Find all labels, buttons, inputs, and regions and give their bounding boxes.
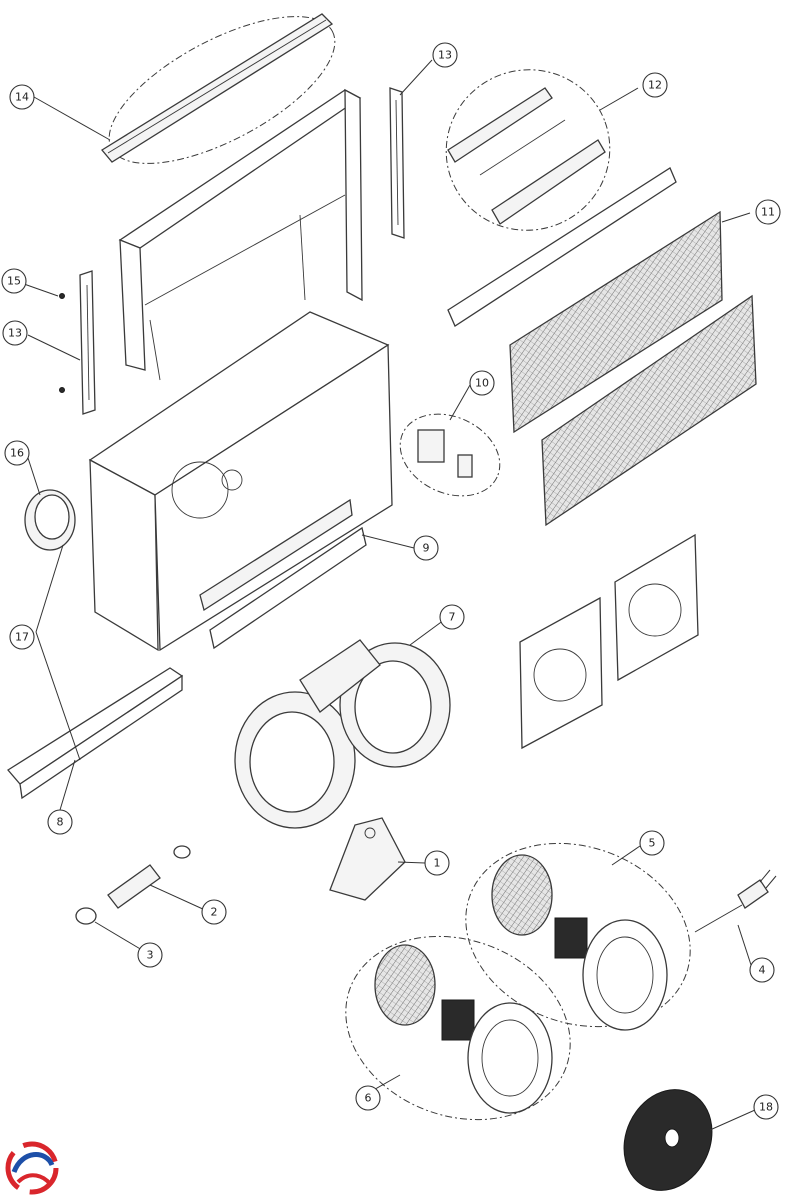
callout-8: 8: [47, 809, 73, 835]
svg-text:18: 18: [759, 1101, 773, 1114]
hood-body: [88, 311, 393, 652]
svg-text:3: 3: [147, 949, 154, 962]
svg-text:10: 10: [475, 377, 489, 390]
svg-text:14: 14: [15, 91, 29, 104]
svg-text:16: 16: [10, 447, 24, 460]
callout-2: 2: [201, 899, 227, 925]
part-18-charcoal-filter: [623, 1089, 713, 1191]
callout-9: 9: [413, 535, 439, 561]
callout-leaders: [23, 59, 756, 1131]
callout-18: 18: [753, 1094, 779, 1120]
svg-text:13: 13: [8, 327, 22, 340]
part-12-control-panel: [445, 69, 611, 231]
callout-13-top: 13: [432, 42, 458, 68]
callout-11: 11: [755, 199, 781, 225]
gasket-plates: [519, 533, 699, 750]
part-16-flange: [24, 489, 76, 551]
back-frame: [118, 88, 363, 381]
part-4-power-cord: [694, 869, 777, 933]
callout-7: 7: [439, 604, 465, 630]
svg-text:15: 15: [7, 275, 21, 288]
part-1-motor-bracket: [329, 817, 406, 901]
svg-text:6: 6: [365, 1092, 372, 1105]
callout-4: 4: [749, 957, 775, 983]
callout-6: 6: [355, 1085, 381, 1111]
svg-text:8: 8: [57, 816, 64, 829]
svg-text:2: 2: [211, 906, 218, 919]
svg-text:17: 17: [15, 631, 29, 644]
svg-text:9: 9: [423, 542, 430, 555]
callout-12: 12: [642, 72, 668, 98]
svg-text:4: 4: [759, 964, 766, 977]
part-13-right-bracket: [389, 87, 405, 239]
part-10-switch-bracket: [399, 413, 501, 497]
callout-16: 16: [4, 440, 30, 466]
part-14-light-rail: [101, 13, 336, 164]
callout-5: 5: [639, 830, 665, 856]
part-3-bulb: [75, 907, 97, 925]
callout-17: 17: [9, 624, 35, 650]
svg-text:7: 7: [449, 611, 456, 624]
callout-10: 10: [469, 370, 495, 396]
part-9-trim-strip: [209, 526, 367, 650]
part-13-left-bracket: [59, 270, 96, 415]
svg-text:5: 5: [649, 837, 656, 850]
callout-13-left: 13: [2, 320, 28, 346]
part-6-blower-assembly: [345, 935, 571, 1121]
part-8-mounting-bar: [7, 667, 184, 800]
svg-text:1: 1: [434, 857, 441, 870]
brand-swirl-logo: [5, 1141, 59, 1195]
svg-text:13: 13: [438, 49, 452, 62]
svg-text:11: 11: [761, 206, 775, 219]
callout-14: 14: [9, 84, 35, 110]
part-11-grease-filters: [447, 167, 757, 527]
callout-1: 1: [424, 850, 450, 876]
callout-15: 15: [1, 268, 27, 294]
part-5-blower-assembly: [465, 842, 691, 1031]
callout-3: 3: [137, 942, 163, 968]
svg-text:12: 12: [648, 79, 662, 92]
part-7-blower-housing: [234, 639, 451, 829]
part-2-lamp-holder: [107, 845, 191, 909]
